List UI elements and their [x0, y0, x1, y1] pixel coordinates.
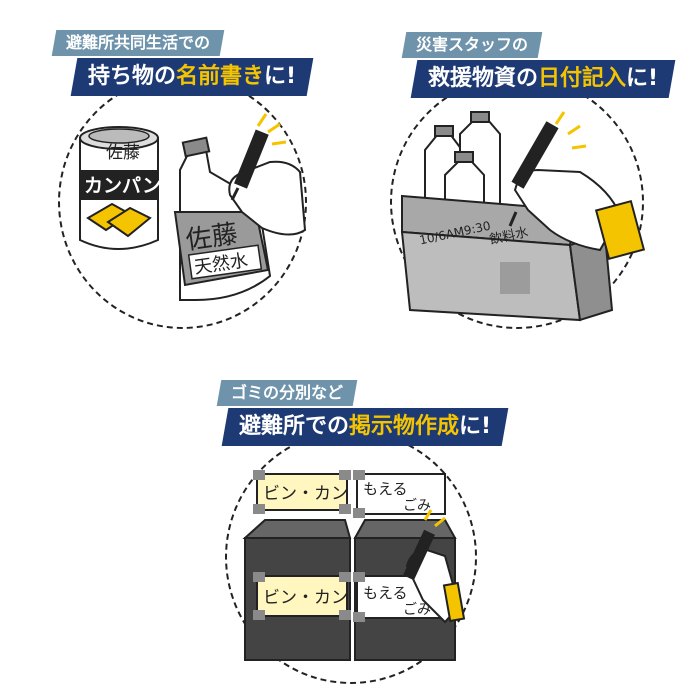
- panel1-title-pre: 持ち物の: [88, 64, 177, 89]
- panel3-subtitle: ゴミの分別など: [231, 383, 344, 402]
- sign-burn-top-text-1: もえる: [363, 480, 408, 498]
- panel-date-writing: 10/6AM9:30 飲料水 災害スタッフの 救援物資の日付記入に!: [350, 0, 700, 340]
- sign-burn-bottom-text-2: ごみ: [403, 602, 431, 618]
- panel1-subtitle-tag: 避難所共同生活での: [51, 30, 225, 56]
- sign-bin-top-text: ビン・カン: [263, 484, 348, 504]
- panel-sign-making: ビン・カン もえる ごみ ビン・カン もえる ごみ ゴミの分別など 避難所での掲…: [175, 360, 525, 700]
- sparkle-lines: [256, 113, 287, 146]
- panel2-title-highlight: 日付記入: [538, 66, 627, 91]
- sparkle-lines: [423, 509, 446, 528]
- panel2-subtitle: 災害スタッフの: [416, 35, 529, 54]
- panel1-illustration: 佐藤 カンパン 佐藤 天然水: [79, 113, 307, 301]
- bottle-illustration: [173, 136, 272, 301]
- panel3-title-post: に!: [459, 414, 492, 439]
- panel1-title-tag: 持ち物の名前書きに!: [70, 58, 314, 96]
- sign-top-left: [253, 470, 351, 514]
- sign-burn-bottom-text-1: もえる: [363, 584, 408, 602]
- sign-burn-top-text-2: ごみ: [403, 498, 431, 514]
- panel3-title-pre: 避難所での: [239, 414, 350, 439]
- sign-top-right: [353, 470, 446, 518]
- panel2-title-pre: 救援物資の: [428, 66, 539, 91]
- can-brand-label: カンパン: [84, 175, 161, 197]
- panel2-title-tag: 救援物資の日付記入に!: [410, 60, 676, 98]
- panel1-title-post: に!: [264, 64, 297, 89]
- bottle-name-label: 佐藤: [184, 219, 240, 256]
- panel2-subtitle-tag: 災害スタッフの: [401, 32, 543, 58]
- panel3-title-highlight: 掲示物作成: [349, 414, 460, 439]
- panel3-title-tag: 避難所での掲示物作成に!: [221, 408, 509, 446]
- panel1-title-highlight: 名前書き: [176, 64, 265, 89]
- box-item-text: 飲料水: [488, 224, 529, 248]
- hand-with-marker: [402, 529, 466, 624]
- can-name-label: 佐藤: [106, 143, 140, 163]
- sparkle-lines: [554, 111, 587, 150]
- hand-with-marker: [508, 121, 646, 261]
- sign-bottom-left: [253, 572, 351, 620]
- sign-bin-bottom-text: ビン・カン: [263, 588, 348, 608]
- panel2-illustration: 10/6AM9:30 飲料水: [400, 111, 646, 322]
- panel3-illustration: ビン・カン もえる ごみ ビン・カン もえる ごみ: [242, 470, 466, 661]
- hand-with-marker: [228, 129, 307, 236]
- panel2-title-post: に!: [626, 66, 659, 91]
- panel1-subtitle: 避難所共同生活での: [66, 33, 211, 52]
- can-illustration: [79, 126, 159, 250]
- panel3-subtitle-tag: ゴミの分別など: [216, 380, 358, 406]
- panel-name-writing: 佐藤 カンパン 佐藤 天然水 避難所共同生活での 持ち物の名前書きに!: [0, 0, 350, 340]
